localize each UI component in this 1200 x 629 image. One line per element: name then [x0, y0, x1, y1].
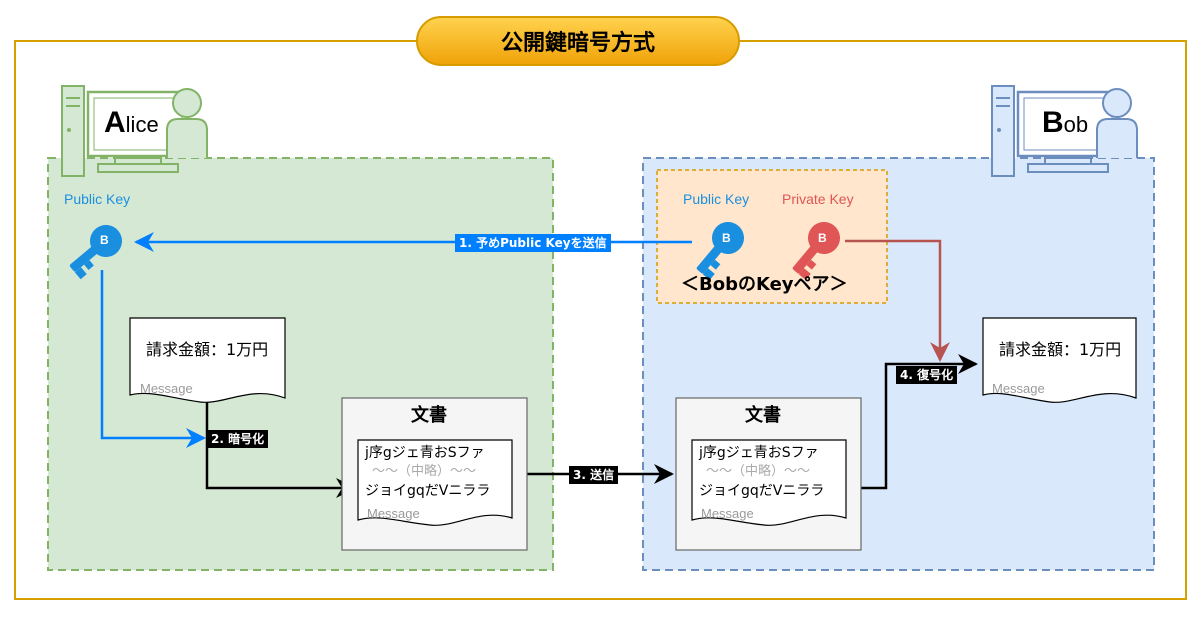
- alice-computer-icon: [61, 85, 208, 177]
- bob-computer-icon: [991, 85, 1138, 177]
- alice-public-key-icon: [69, 225, 122, 280]
- bob-cipher-label: Message: [701, 506, 754, 521]
- bob-cipher-line2: 〜〜（中略）〜〜: [706, 464, 811, 479]
- bob-public-key-icon: [696, 222, 744, 281]
- arrow-step4: [850, 354, 978, 490]
- bob-name-initial: B: [1042, 106, 1064, 139]
- bob-cipher-heading: 文書: [745, 405, 781, 426]
- bob-public-key-glyph: B: [722, 231, 731, 245]
- alice-public-key-label: Public Key: [64, 191, 131, 207]
- bob-private-key-glyph: B: [818, 231, 827, 245]
- bob-name: Bob: [1042, 108, 1088, 138]
- alice-cipher-document: [357, 439, 513, 526]
- alice-name: Alice: [104, 108, 159, 138]
- bob-message-text: 請求金額：1万円: [999, 340, 1122, 359]
- alice-cipher-line3: ジョイgqだVニララ: [365, 483, 491, 499]
- alice-cipher-line2: 〜〜（中略）〜〜: [372, 464, 477, 479]
- step2-label: 2. 暗号化: [207, 430, 269, 448]
- bob-keypair-box: [656, 169, 888, 304]
- alice-cipher-heading: 文書: [411, 405, 447, 426]
- arrow-step2: [205, 398, 356, 498]
- alice-message-document: [129, 317, 286, 403]
- bob-message-label: Message: [992, 381, 1045, 396]
- bob-private-key-label: Private Key: [782, 191, 854, 207]
- step4-label: 4. 復号化: [896, 366, 958, 384]
- alice-cipher-line1: j序gジェ青おSファ: [365, 445, 485, 461]
- alice-message-label: Message: [140, 381, 193, 396]
- page-title: 公開鍵暗号方式: [416, 16, 740, 66]
- bob-cipher-line3: ジョイgqだVニララ: [699, 483, 825, 499]
- bob-private-key-icon: [792, 222, 840, 281]
- bob-keypair-caption: ＜BobのKeyペア＞: [681, 274, 848, 295]
- alice-message-text: 請求金額：1万円: [146, 340, 269, 359]
- alice-cipher-label: Message: [367, 506, 420, 521]
- bob-name-rest: ob: [1063, 112, 1089, 137]
- step1-label: 1. 予めPublic Keyを送信: [455, 234, 611, 252]
- bob-message-document: [982, 317, 1137, 403]
- bob-cipher-document: [691, 439, 847, 526]
- bob-cipher-line1: j序gジェ青おSファ: [699, 445, 819, 461]
- arrow-private-key-to-decrypt: [845, 239, 950, 362]
- bob-public-key-label: Public Key: [683, 191, 750, 207]
- alice-key-glyph: B: [100, 233, 109, 247]
- alice-name-rest: lice: [125, 112, 159, 137]
- arrow-alice-key-to-encrypt: [100, 270, 206, 448]
- step3-label: 3. 送信: [569, 466, 619, 484]
- alice-name-initial: A: [104, 106, 126, 139]
